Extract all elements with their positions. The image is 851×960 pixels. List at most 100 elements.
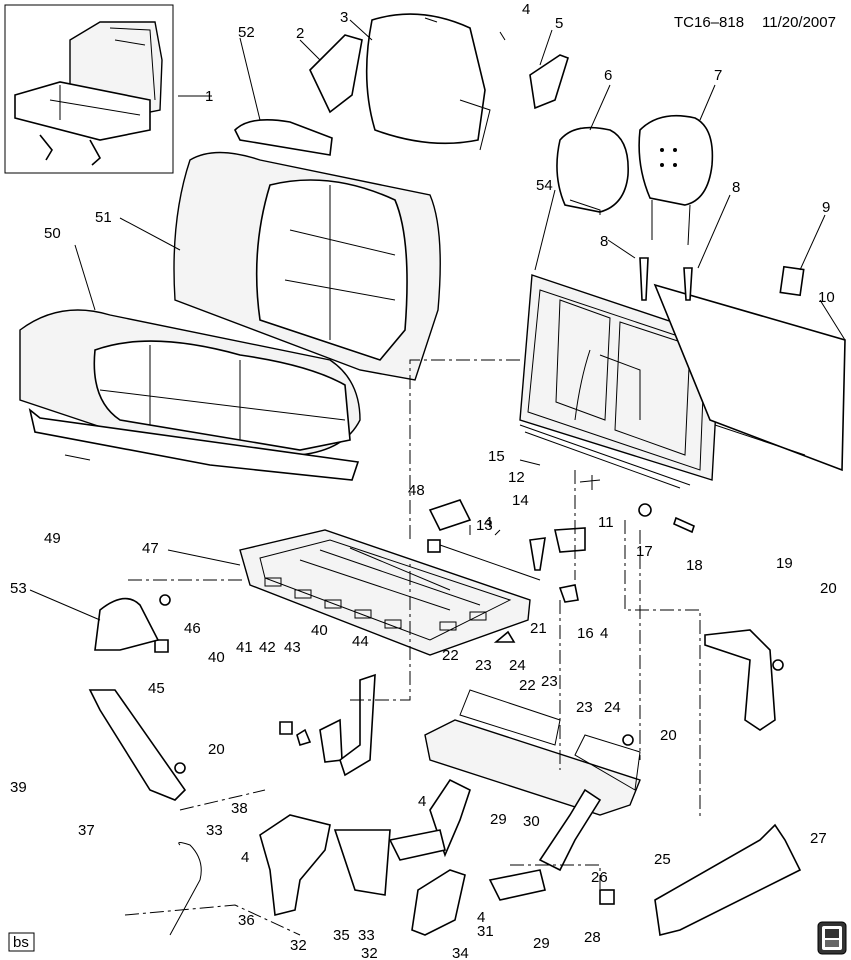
label-23a: 23 [475, 657, 492, 674]
screw-46 [159, 594, 171, 606]
bolt-18 [673, 516, 695, 534]
side-trim-53 [94, 597, 160, 651]
label-29b: 29 [533, 935, 550, 952]
seat-riser-frame [424, 689, 641, 872]
label-32a: 32 [290, 937, 307, 954]
label-33a: 33 [206, 822, 223, 839]
label-17: 17 [636, 543, 653, 560]
label-13: 13 [476, 517, 493, 534]
callout-labels: 1 2 3 4 5 6 7 8 8 9 10 52 51 50 49 54 15… [10, 1, 837, 960]
label-33b: 33 [358, 927, 375, 944]
seat-cushion-pan [239, 529, 531, 656]
seat-back-cover-upper [365, 13, 491, 151]
label-22a: 22 [442, 647, 459, 664]
label-16: 16 [577, 625, 594, 642]
label-20b: 20 [660, 727, 677, 744]
clip-45 [154, 639, 169, 653]
label-25: 25 [654, 851, 671, 868]
side-pad [529, 54, 569, 110]
label-49: 49 [44, 530, 61, 547]
label-47: 47 [142, 540, 159, 557]
gm-spo-logo [817, 921, 847, 955]
label-20a: 20 [820, 580, 837, 597]
label-50: 50 [44, 225, 61, 242]
washer-17 [638, 503, 652, 517]
label-11: 11 [598, 514, 614, 531]
nut-20a [772, 659, 784, 671]
label-4e: 4 [241, 849, 249, 866]
label-5: 5 [555, 15, 563, 32]
label-18: 18 [686, 557, 703, 574]
headrest-7 [638, 114, 714, 246]
bushing-41 [279, 721, 293, 735]
headrest-guide-left [639, 257, 649, 301]
callout-leaders [29, 19, 846, 621]
spacer-42 [296, 728, 312, 746]
label-30: 30 [523, 813, 540, 830]
clip-16 [558, 584, 579, 603]
hinge-bracket-left [428, 499, 472, 531]
label-46: 46 [184, 620, 201, 637]
label-24b: 24 [604, 699, 621, 716]
label-42: 42 [259, 639, 276, 656]
seat-belt-buckle [704, 629, 776, 731]
retainer-48 [427, 539, 441, 553]
label-4a: 4 [522, 1, 530, 18]
label-51: 51 [95, 209, 112, 226]
label-32b: 32 [361, 945, 378, 960]
label-20c: 20 [208, 741, 225, 758]
label-24a: 24 [509, 657, 526, 674]
top-trim-cap [234, 119, 333, 156]
label-40a: 40 [311, 622, 328, 639]
label-38: 38 [231, 800, 248, 817]
footer-tag-text: bs [13, 934, 29, 951]
label-48: 48 [408, 482, 425, 499]
label-41: 41 [236, 639, 253, 656]
label-44: 44 [352, 633, 369, 650]
label-39: 39 [10, 779, 27, 796]
label-31: 31 [477, 923, 494, 940]
label-40b: 40 [208, 649, 225, 666]
label-12: 12 [508, 469, 525, 486]
label-21: 21 [530, 620, 547, 637]
label-23c: 23 [576, 699, 593, 716]
seat-back-cushion [173, 151, 441, 381]
label-28: 28 [584, 929, 601, 946]
label-2: 2 [296, 25, 304, 42]
label-23b: 23 [541, 673, 558, 690]
label-8a: 8 [600, 233, 608, 250]
label-37: 37 [78, 822, 95, 839]
label-9: 9 [822, 199, 830, 216]
wiring-harness [169, 842, 202, 936]
connector-28 [599, 889, 615, 905]
label-29a: 29 [490, 811, 507, 828]
label-35: 35 [333, 927, 350, 944]
label-6: 6 [604, 67, 612, 84]
release-switch [779, 265, 805, 297]
headrest-guide-right [683, 267, 693, 301]
label-53: 53 [10, 580, 27, 597]
label-34: 34 [452, 945, 469, 960]
inset-seat-overview [4, 4, 174, 174]
back-panel [653, 283, 846, 472]
footer-tag: bs [8, 932, 35, 952]
label-15: 15 [488, 448, 505, 465]
diagram-id: TC16–818 [674, 14, 744, 31]
label-52: 52 [238, 24, 255, 41]
lower-trim-panel [654, 823, 802, 936]
cover-plate-35 [333, 829, 391, 896]
headrest-6 [556, 126, 629, 215]
label-22b: 22 [519, 677, 536, 694]
pivot-bolt [579, 475, 601, 490]
belt-retractor [88, 689, 187, 801]
nut-20b [622, 734, 634, 746]
label-36: 36 [238, 912, 255, 929]
bezel-plate [309, 34, 363, 114]
label-4d: 4 [418, 793, 426, 810]
latch-spring [529, 537, 546, 571]
bracket-upper [388, 829, 446, 861]
label-27: 27 [810, 830, 827, 847]
cam-43 [319, 718, 343, 763]
cushion-frame [28, 407, 360, 481]
